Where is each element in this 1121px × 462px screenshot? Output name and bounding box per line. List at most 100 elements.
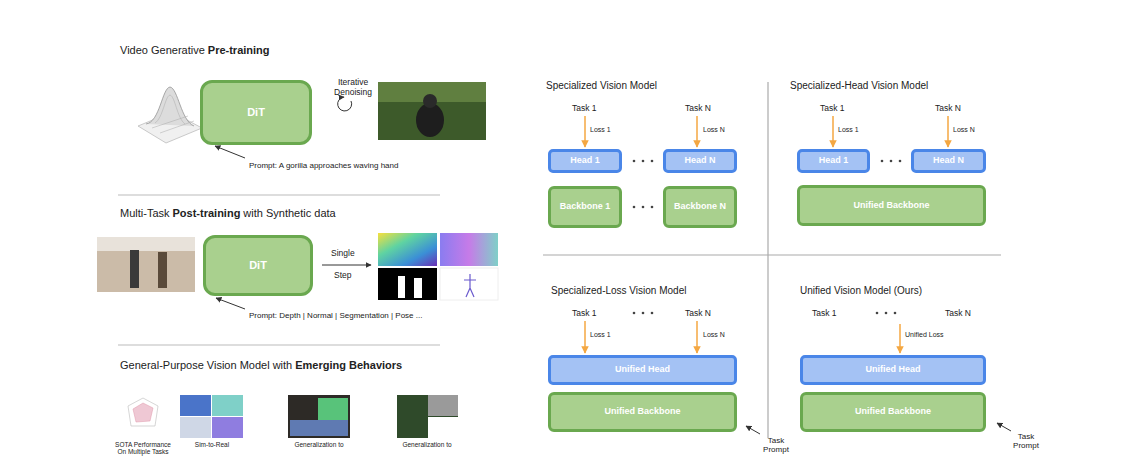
text-label: Generalization to (284, 441, 354, 448)
dot (633, 312, 636, 315)
pose-output (440, 268, 498, 300)
depth-overlay (318, 398, 348, 420)
backbone-box: Backbone 1 (548, 186, 622, 228)
head-box: Head 1 (797, 149, 870, 173)
task-arrow (584, 321, 586, 353)
section-heading: Multi-Task (120, 207, 170, 220)
section-divider (118, 194, 440, 195)
text-label: Loss 1 (590, 331, 611, 339)
text-label: SOTA Performance On Multiple Tasks (112, 441, 174, 456)
text-label: Unified Loss (905, 331, 944, 339)
text-label: Task 1 (820, 104, 845, 114)
model-box: DiT (203, 235, 313, 296)
box-label: Head 1 (570, 156, 600, 166)
radar-area (133, 403, 153, 422)
heading-row: General-Purpose Vision Model withEmergin… (120, 359, 402, 372)
prompt-leader (746, 426, 760, 434)
dot (651, 312, 654, 315)
pose-skeleton (464, 274, 476, 297)
sim-thumb (212, 395, 243, 416)
backbone-box: Unified Backbone (548, 392, 737, 432)
head-box: Head 1 (548, 149, 622, 173)
dot (633, 206, 636, 209)
dot (651, 206, 654, 209)
quadrant-divider (543, 254, 1001, 255)
box-label: Head 1 (819, 156, 849, 166)
prompt-leader (997, 423, 1011, 431)
head-box: Unified Head (800, 355, 986, 385)
text-label: Loss 1 (838, 126, 859, 134)
head-box: Unified Head (548, 355, 737, 385)
prompt-leader (216, 298, 245, 309)
section-heading: General-Purpose Vision Model with (120, 359, 292, 372)
text-label: Loss N (953, 126, 975, 134)
backbone-box: Unified Backbone (797, 185, 986, 226)
radar-chart (128, 398, 158, 426)
section-heading: Pre-training (208, 44, 270, 57)
dot (890, 160, 893, 163)
task-arrow (696, 116, 698, 147)
dot (899, 160, 902, 163)
box-label: DiT (249, 259, 267, 271)
text-label: Specialized-Loss Vision Model (551, 285, 686, 297)
box-label: Head N (933, 156, 964, 166)
sim-thumb (180, 395, 211, 416)
dot (876, 312, 879, 315)
dot (642, 312, 645, 315)
text-label: Specialized Vision Model (546, 80, 657, 92)
box-label: Unified Backbone (855, 407, 931, 417)
quadrant-divider (767, 82, 768, 438)
text-label: Task N (945, 309, 971, 319)
model-box: DiT (200, 80, 312, 145)
text-label: Iterative Denoising (322, 78, 384, 98)
text-label: Prompt: A gorilla approaches waving hand (249, 161, 398, 170)
mask-shape (414, 278, 422, 298)
text-label: Task 1 (572, 104, 597, 114)
box-label: Unified Backbone (604, 407, 680, 417)
gaussian-mesh (152, 95, 194, 133)
text-label: Task Prompt (756, 436, 796, 454)
section-divider (118, 344, 440, 345)
prompt-leader (215, 146, 245, 158)
text-label: Generalization to (392, 441, 462, 448)
text-label: Specialized-Head Vision Model (790, 80, 928, 92)
section-heading: with Synthetic data (243, 207, 335, 220)
box-label: Unified Backbone (853, 201, 929, 211)
sim-thumb (180, 417, 211, 438)
gorilla-image (378, 82, 486, 140)
section-heading: Emerging Behaviors (295, 359, 402, 372)
task-arrow (696, 321, 698, 353)
gorilla-head (423, 94, 437, 108)
text-label: Loss N (703, 331, 725, 339)
box-label: DiT (247, 106, 265, 118)
text-label: Step (334, 271, 352, 281)
section-heading: Video Generative (120, 44, 205, 57)
forest-thumb (397, 395, 458, 438)
text-label: Single (331, 249, 355, 259)
depth-output (378, 233, 437, 266)
gaussian-surface (146, 87, 194, 126)
head-box: Head N (663, 149, 737, 173)
person-figure (158, 252, 167, 288)
task-arrow (832, 116, 834, 147)
photo-wall (97, 237, 195, 251)
mask-shape (398, 276, 405, 298)
normal-output (440, 233, 498, 266)
pose-overlay (428, 417, 458, 438)
backbone-box: Backbone N (663, 186, 737, 228)
heading-row: Video GenerativePre-training (120, 44, 270, 57)
dot (633, 160, 636, 163)
text-label: Task N (685, 309, 711, 319)
dot (894, 312, 897, 315)
text-label: Prompt: Depth | Normal | Segmentation | … (249, 311, 422, 320)
sim-thumb (212, 417, 243, 438)
text-label: Task Prompt (1006, 432, 1046, 450)
text-label: Task 1 (572, 309, 597, 319)
text-label: Sim-to-Real (180, 441, 244, 448)
box-label: Head N (684, 156, 715, 166)
depth-overlay (290, 420, 348, 436)
gorilla-figure (416, 103, 444, 137)
dot (642, 206, 645, 209)
dark-scene-thumb (288, 395, 350, 438)
box-label: Unified Head (865, 365, 920, 375)
